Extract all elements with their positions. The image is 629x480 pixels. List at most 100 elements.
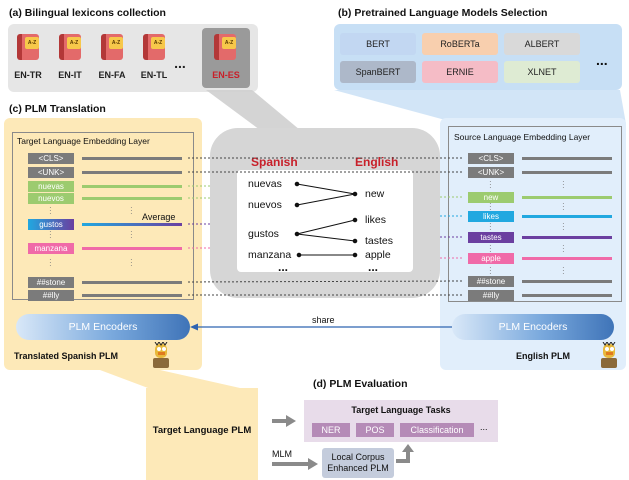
az-sticker: A-Z	[222, 37, 236, 49]
lexicon-book-icon: A-Z	[59, 34, 81, 60]
target-token-nuevos: nuevos	[28, 193, 74, 204]
source-layer-title: Source Language Embedding Layer	[454, 132, 591, 142]
spanish-word: nuevas	[248, 178, 282, 190]
english-word: apple	[365, 249, 391, 261]
model-bert: BERT	[340, 33, 416, 55]
map-line	[296, 219, 356, 235]
translated-plm-caption: Translated Spanish PLM	[14, 351, 119, 361]
map-dot	[352, 191, 358, 197]
vertical-ellipsis: ···	[562, 177, 565, 192]
vertical-ellipsis: ···	[489, 219, 492, 234]
target-token-nuevas: nuevas	[28, 181, 74, 192]
map-line	[296, 233, 356, 242]
source-token-apple: apple	[468, 253, 514, 264]
vertical-ellipsis: ···	[49, 227, 52, 242]
spanish-word: manzana	[248, 249, 292, 261]
model-albert: ALBERT	[504, 33, 580, 55]
source-embedding-bar	[522, 215, 612, 218]
source-embedding-bar	[522, 257, 612, 260]
target-embedding-bar	[82, 223, 182, 226]
vertical-ellipsis: ···	[49, 203, 52, 218]
source-embedding-bar	[522, 236, 612, 239]
share-arrow-head	[190, 323, 198, 331]
vertical-ellipsis: ···	[130, 203, 133, 218]
target-token-lly: ##lly	[28, 290, 74, 301]
english-word: tastes	[365, 235, 394, 247]
mlm-label: MLM	[272, 449, 292, 459]
bert-mascot-icon	[153, 342, 169, 368]
vertical-ellipsis: ···	[562, 219, 565, 234]
vertical-ellipsis: ···	[562, 263, 565, 278]
english-ellipsis: ...	[368, 260, 379, 274]
plm-funnel	[334, 90, 626, 124]
model-roberta: RoBERTa	[422, 33, 498, 55]
bert-mascot-icon	[601, 342, 617, 368]
lexicon-label-selected: EN-ES	[212, 70, 240, 80]
spanish-ellipsis: ...	[278, 260, 289, 274]
target-embedding-bar	[82, 185, 182, 188]
average-label: Average	[142, 212, 176, 222]
source-token-cls: <CLS>	[468, 153, 514, 164]
vertical-ellipsis: ···	[130, 227, 133, 242]
spanish-word: gustos	[248, 228, 279, 240]
right-plm-encoders: PLM Encoders	[452, 314, 614, 340]
az-sticker: A-Z	[109, 37, 123, 49]
mlm-arrow	[272, 458, 318, 470]
tasks-title: Target Language Tasks	[351, 405, 451, 415]
lexicon-label: EN-TR	[14, 70, 42, 80]
spanish-header: Spanish	[251, 155, 298, 169]
enhance-arrow	[396, 444, 414, 463]
map-line	[296, 183, 356, 195]
map-dot	[352, 238, 358, 244]
corpus-enhanced-plm: Local Corpus Enhanced PLM	[322, 448, 394, 478]
lexicon-book-icon: A-Z	[101, 34, 123, 60]
model-ernie: ERNIE	[422, 61, 498, 83]
section-b-title: (b) Pretrained Language Models Selection	[338, 7, 548, 19]
source-token-stone: ##stone	[468, 276, 514, 287]
vertical-ellipsis: ···	[489, 263, 492, 278]
source-token-likes: likes	[468, 211, 514, 222]
map-dot	[294, 231, 300, 237]
section-a-title: (a) Bilingual lexicons collection	[9, 7, 166, 19]
map-dot	[296, 252, 302, 258]
target-embedding-bar	[82, 197, 182, 200]
lexicon-label: EN-FA	[98, 70, 126, 80]
lexicon-label: EN-IT	[58, 70, 82, 80]
source-embedding-outline	[448, 126, 622, 302]
source-token-new: new	[468, 192, 514, 203]
source-token-unk: <UNK>	[468, 167, 514, 178]
spanish-word: nuevos	[248, 199, 282, 211]
english-word: likes	[365, 214, 387, 226]
source-embedding-bar	[522, 280, 612, 283]
target-token-manzana: manzana	[28, 243, 74, 254]
share-label: share	[312, 315, 335, 325]
source-embedding-bar	[522, 294, 612, 297]
vertical-ellipsis: ···	[489, 241, 492, 256]
task-classification: Classification	[400, 423, 474, 437]
az-sticker: A-Z	[151, 37, 165, 49]
target-embedding-bar	[82, 247, 182, 250]
source-token-lly: ##lly	[468, 290, 514, 301]
target-token-gustos: gustos	[28, 219, 74, 230]
map-dot	[294, 181, 300, 187]
target-token-stone: ##stone	[28, 277, 74, 288]
left-plm-encoders: PLM Encoders	[16, 314, 190, 340]
vertical-ellipsis: ···	[489, 199, 492, 214]
vertical-ellipsis: ···	[49, 255, 52, 270]
lexicon-book-icon: A-Z	[17, 34, 39, 60]
az-sticker: A-Z	[67, 37, 81, 49]
target-embedding-bar	[82, 157, 182, 160]
map-line	[296, 193, 356, 206]
target-embedding-bar	[82, 171, 182, 174]
models-ellipsis: ...	[596, 52, 608, 68]
lexicon-book-icon-selected: A-Z	[214, 34, 236, 60]
english-word: new	[365, 188, 385, 200]
source-token-tastes: tastes	[468, 232, 514, 243]
az-sticker: A-Z	[25, 37, 39, 49]
vertical-ellipsis: ···	[489, 177, 492, 192]
lexicon-book-icon: A-Z	[143, 34, 165, 60]
task-pos: POS	[356, 423, 394, 437]
lexicon-label: EN-TL	[140, 70, 168, 80]
